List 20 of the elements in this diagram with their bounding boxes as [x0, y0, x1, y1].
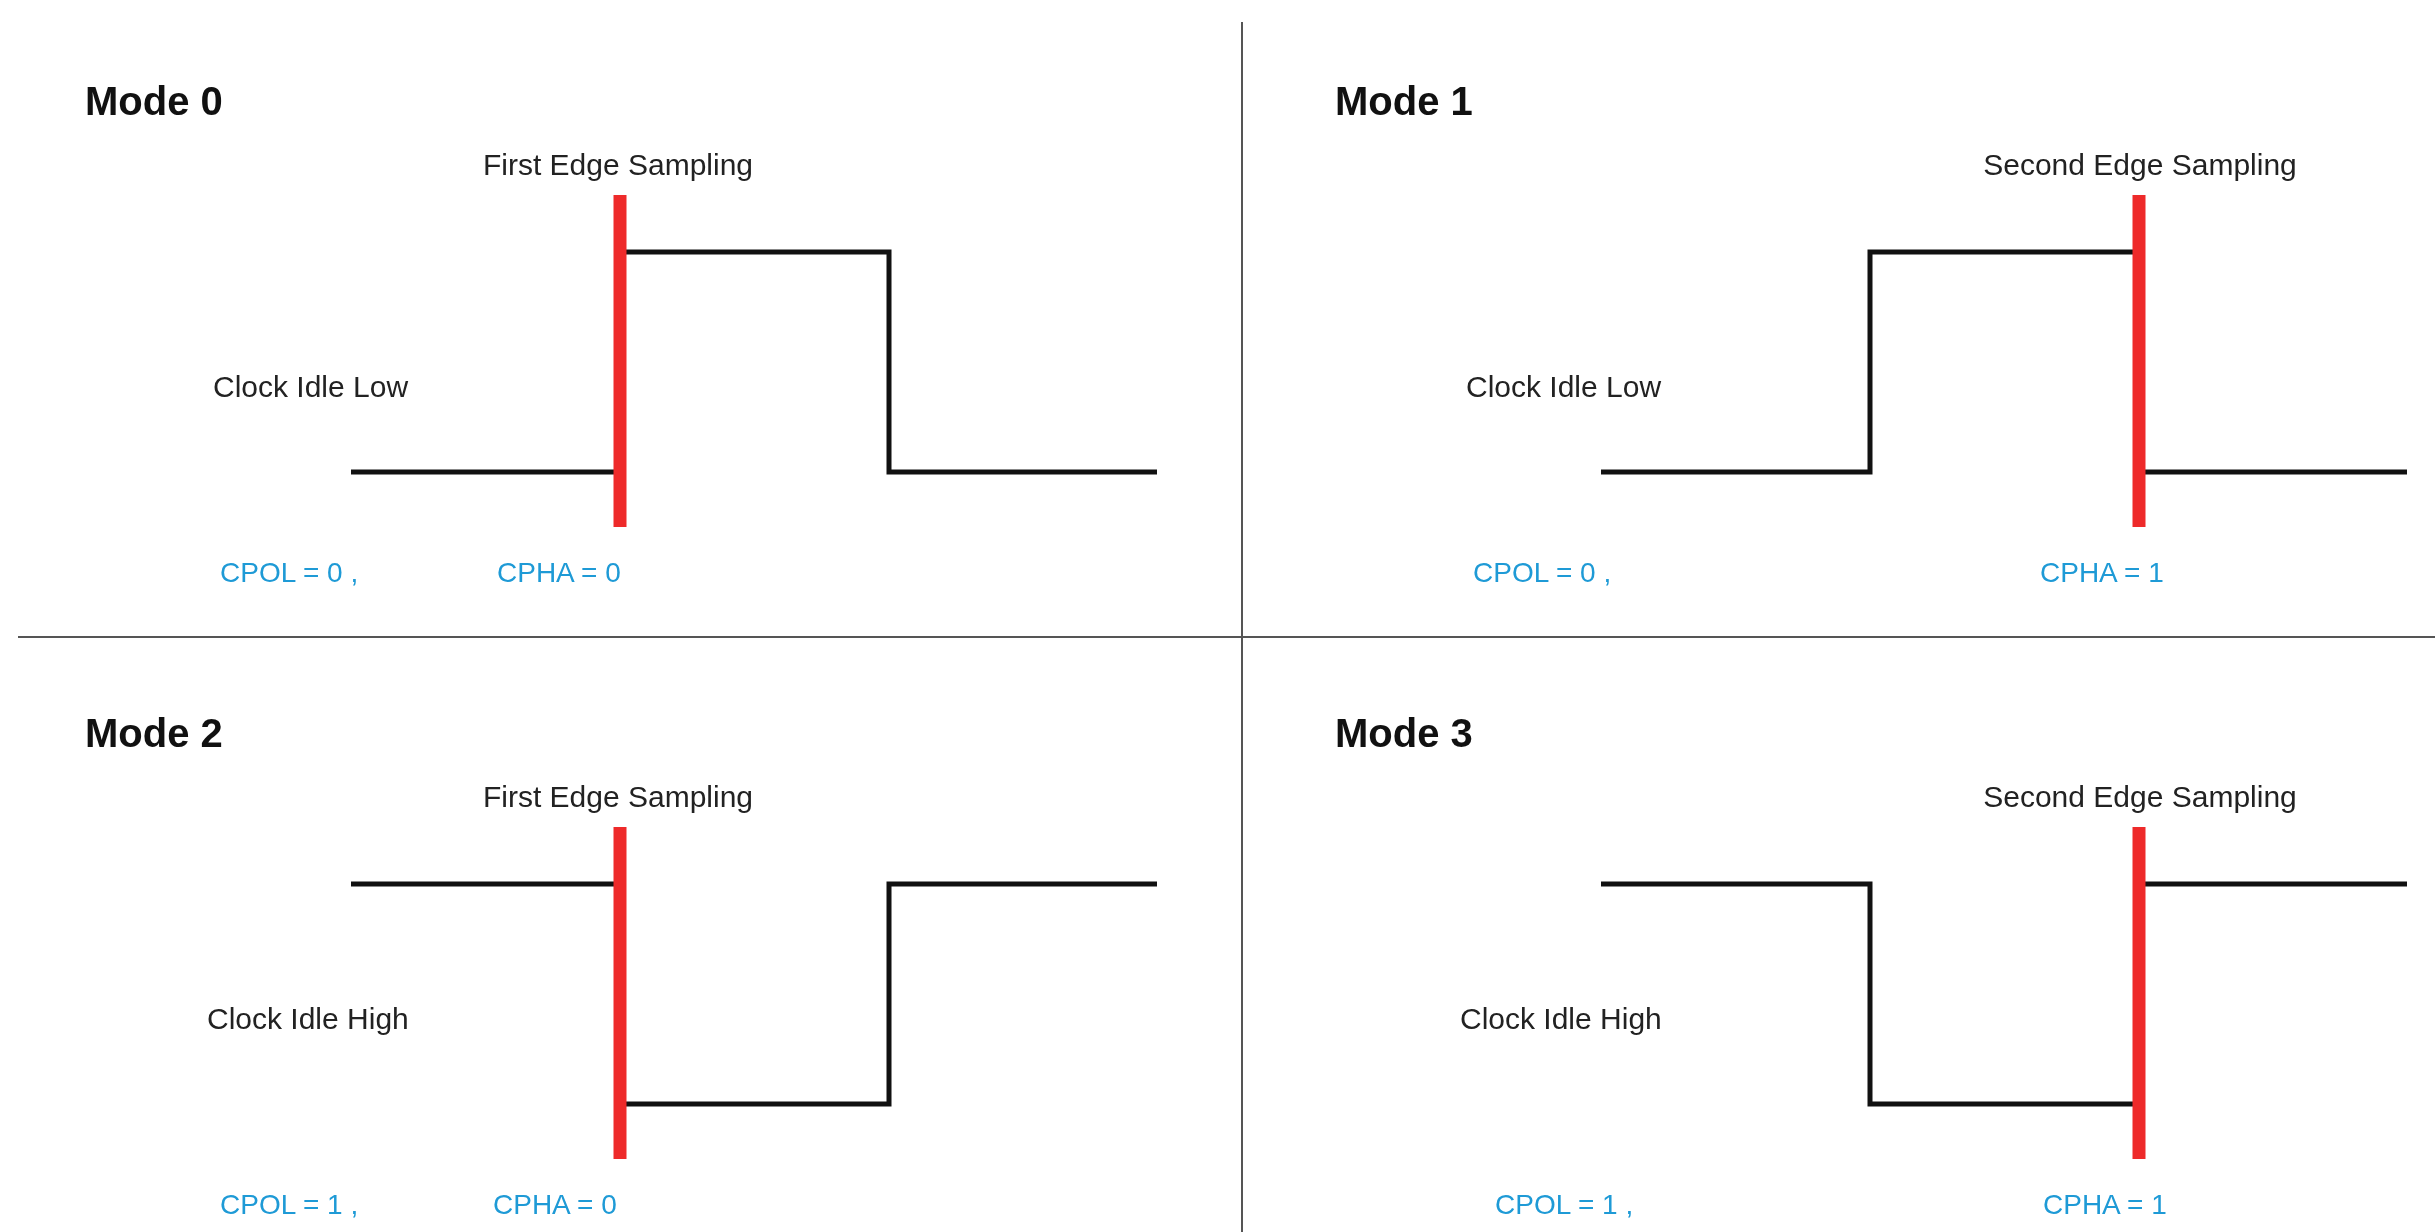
clock-idle-label: Clock Idle High — [1460, 1002, 1662, 1037]
cpha-label: CPHA = 1 — [2043, 1189, 2167, 1222]
mode-heading: Mode 1 — [1335, 78, 1473, 124]
cpol-label: CPOL = 1 , — [1495, 1189, 1634, 1222]
mode-heading: Mode 2 — [85, 710, 223, 756]
sampling-label: First Edge Sampling — [482, 780, 754, 815]
cpol-label: CPOL = 0 , — [220, 557, 359, 590]
sampling-label: Second Edge Sampling — [1983, 780, 2297, 815]
cpol-label: CPOL = 0 , — [1473, 557, 1612, 590]
clock-idle-label: Clock Idle High — [207, 1002, 409, 1037]
sampling-label: First Edge Sampling — [482, 148, 754, 183]
cpha-label: CPHA = 0 — [497, 557, 621, 590]
sampling-label: Second Edge Sampling — [1983, 148, 2297, 183]
clock-idle-label: Clock Idle Low — [1466, 370, 1662, 405]
mode-heading: Mode 3 — [1335, 710, 1473, 756]
cpha-label: CPHA = 0 — [493, 1189, 617, 1222]
cpha-label: CPHA = 1 — [2040, 557, 2164, 590]
mode-heading: Mode 0 — [85, 78, 223, 124]
clock-idle-label: Clock Idle Low — [213, 370, 409, 405]
cpol-label: CPOL = 1 , — [220, 1189, 359, 1222]
